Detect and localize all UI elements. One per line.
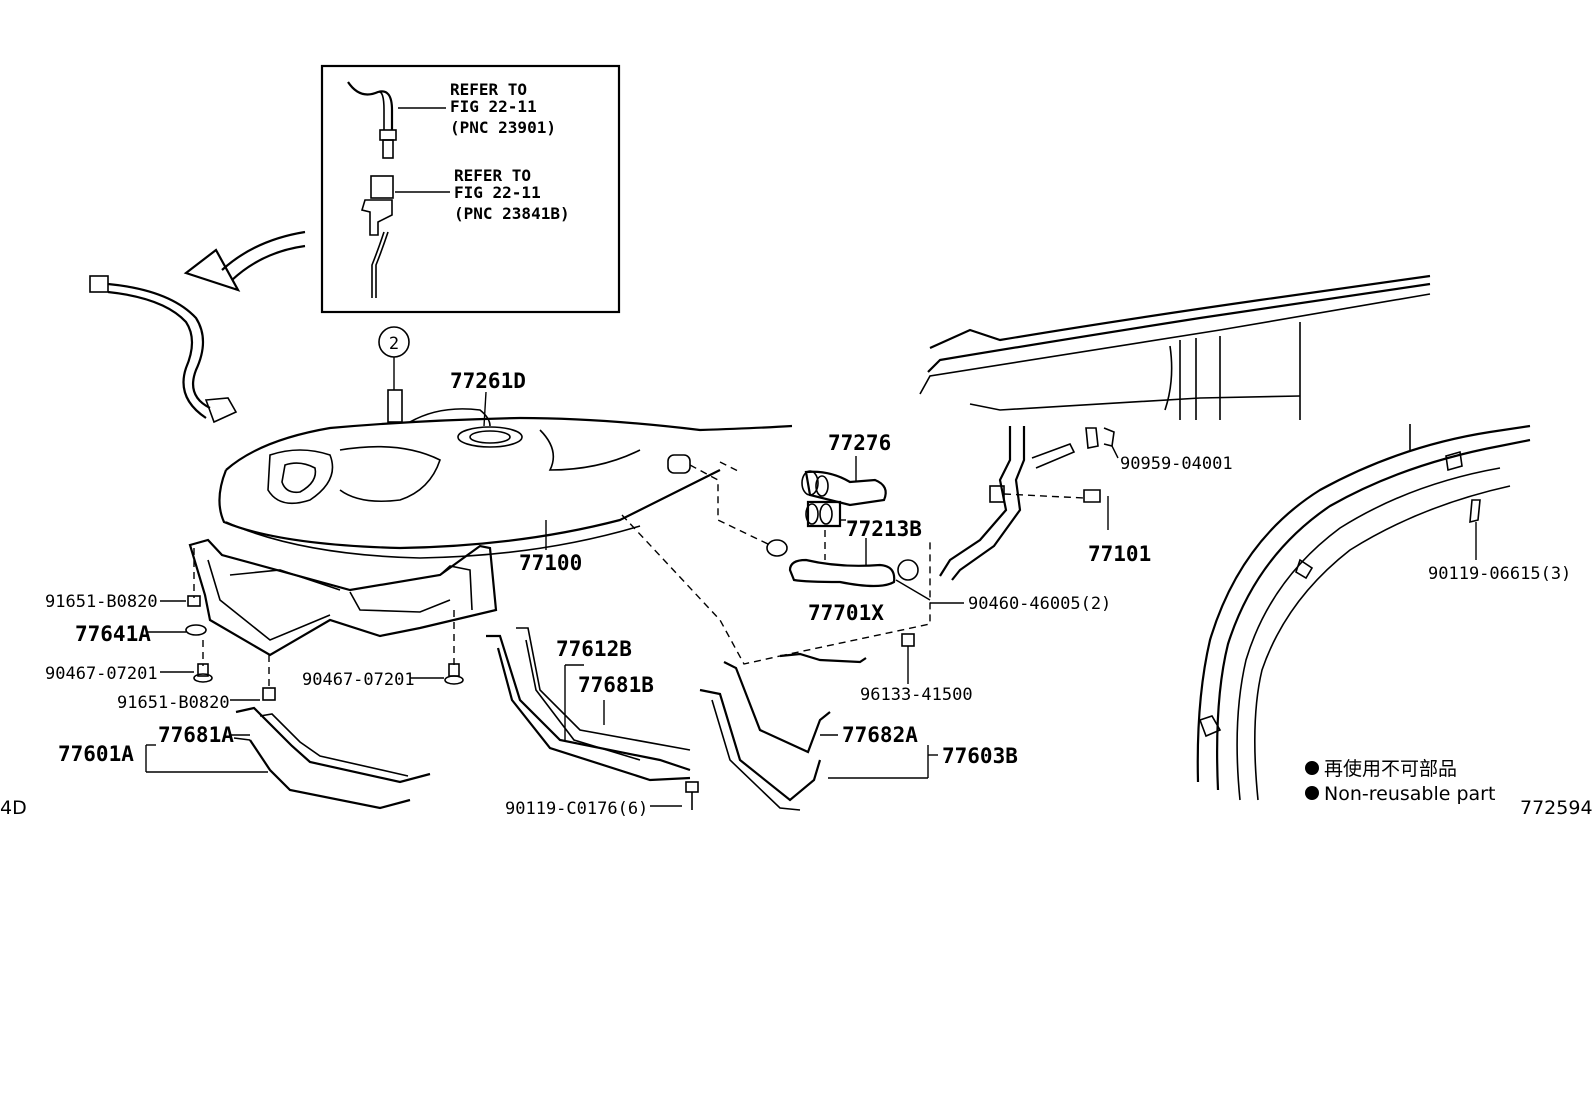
refer-1-line3: (PNC 23901) bbox=[450, 118, 556, 137]
label-90959-04001: 90959-04001 bbox=[1120, 454, 1233, 474]
label-77101: 77101 bbox=[1088, 542, 1151, 566]
label-77276: 77276 bbox=[828, 431, 891, 455]
label-77682a: 77682A bbox=[842, 723, 918, 747]
label-77641a: 77641A bbox=[75, 622, 151, 646]
fender-liner-drawing bbox=[1196, 424, 1531, 801]
label-77100: 77100 bbox=[519, 551, 582, 575]
callout-2-text: 2 bbox=[389, 334, 399, 354]
label-77681a: 77681A bbox=[158, 723, 234, 747]
filler-neck-drawing bbox=[919, 274, 1431, 581]
inset-box: REFER TO FIG 22-11 (PNC 23901) REFER TO … bbox=[320, 64, 621, 314]
label-96133-41500: 96133-41500 bbox=[860, 685, 973, 705]
label-77601a: 77601A bbox=[58, 742, 134, 766]
non-reusable-bullet-icon bbox=[1305, 786, 1319, 800]
label-91651-b0820-bottom: 91651-B0820 bbox=[117, 693, 230, 713]
connector-drawing bbox=[370, 175, 394, 199]
pointer-arrow bbox=[183, 230, 306, 292]
fuel-tank-drawing bbox=[218, 408, 793, 559]
non-reusable-bullet-icon bbox=[1305, 761, 1319, 775]
label-77603b: 77603B bbox=[942, 744, 1018, 768]
label-91651-b0820-top: 91651-B0820 bbox=[45, 592, 158, 612]
figure-id: 772594 bbox=[1520, 797, 1592, 819]
legend-en: Non-reusable part bbox=[1324, 783, 1495, 805]
label-77213b: 77213B bbox=[846, 517, 922, 541]
label-77261d: 77261D bbox=[450, 369, 526, 393]
label-90460-46005: 90460-46005(2) bbox=[968, 594, 1111, 614]
refer-2-line3: (PNC 23841B) bbox=[454, 204, 570, 223]
refer-1-line1: REFER TO bbox=[450, 80, 527, 99]
strap-left-drawing bbox=[145, 706, 431, 810]
refer-2-line2: FIG 22-11 bbox=[454, 183, 541, 202]
label-90119-c0176: 90119-C0176(6) bbox=[505, 799, 648, 819]
hose-connectors bbox=[621, 456, 931, 684]
label-77612b: 77612B bbox=[556, 637, 632, 661]
left-hose-drawing bbox=[89, 275, 238, 424]
edge-text-left: 4D bbox=[0, 797, 27, 819]
label-77701x: 77701X bbox=[808, 601, 884, 625]
label-90467-07201-right: 90467-07201 bbox=[302, 670, 415, 690]
tank-protector-drawing bbox=[188, 538, 498, 657]
fasteners-left bbox=[148, 548, 464, 701]
callout-2: 2 bbox=[378, 326, 410, 423]
strap-right-drawing bbox=[699, 661, 938, 811]
label-90467-07201-left: 90467-07201 bbox=[45, 664, 158, 684]
hose-drawing bbox=[347, 81, 394, 130]
refer-2-line1: REFER TO bbox=[454, 166, 531, 185]
refer-1-line2: FIG 22-11 bbox=[450, 97, 537, 116]
part-labels: 77261D 77100 77276 77213B 77701X 77101 9… bbox=[45, 369, 1571, 819]
legend: 再使用不可部品 Non-reusable part bbox=[1305, 758, 1495, 805]
label-77681b: 77681B bbox=[578, 673, 654, 697]
label-90119-06615: 90119-06615(3) bbox=[1428, 564, 1571, 584]
legend-jp: 再使用不可部品 bbox=[1324, 758, 1457, 780]
strap-middle-drawing bbox=[486, 627, 699, 810]
